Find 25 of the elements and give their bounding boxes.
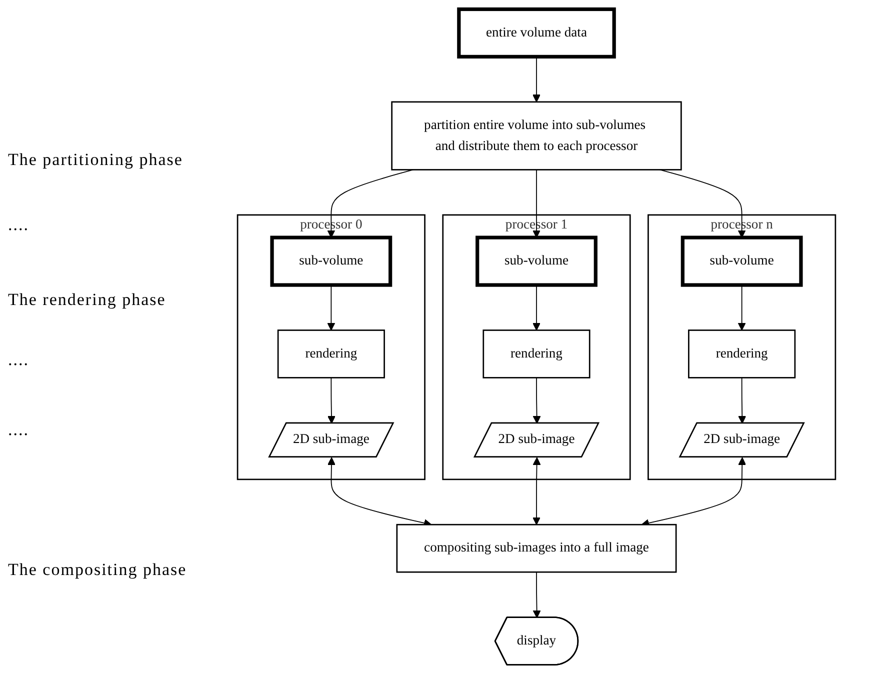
phase-label: .... (8, 420, 29, 440)
arrow (532, 457, 541, 525)
phase-label: The compositing phase (8, 560, 187, 580)
phase-label: .... (8, 350, 29, 370)
node-box: entire volume data (457, 7, 616, 59)
arrow (532, 377, 541, 424)
arrow (532, 56, 540, 102)
node-box: sub-volume (680, 236, 803, 287)
node-box: rendering (482, 330, 590, 378)
phase-label: .... (8, 215, 29, 235)
phase-label: The partitioning phase (8, 150, 183, 170)
arrow (738, 284, 746, 331)
arrow (532, 169, 540, 238)
node-box: compositing sub-images into a full image (396, 524, 677, 573)
arrow (738, 377, 746, 424)
node-box: sub-volume (270, 236, 392, 287)
node-box: sub-volume (476, 236, 598, 287)
arrow (532, 284, 540, 331)
node-box: partition entire volume into sub-volumes and distribute them to each processor (391, 101, 682, 170)
node-box: rendering (277, 330, 385, 378)
arrow (328, 377, 336, 424)
node-box: rendering (688, 330, 796, 378)
phase-label: The rendering phase (8, 290, 166, 310)
arrow (532, 572, 541, 618)
arrow (327, 284, 336, 331)
